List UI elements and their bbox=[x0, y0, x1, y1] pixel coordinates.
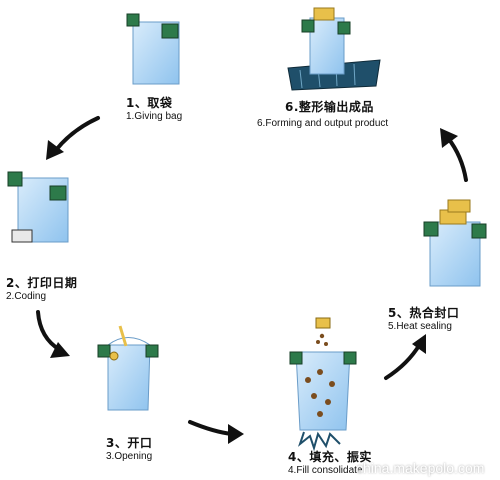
step-1-title-zh: 1、取袋 bbox=[126, 96, 173, 110]
step-6-title-zh: 6.整形输出成品 bbox=[285, 100, 374, 114]
step-1-caption: 1、取袋 1.Giving bag bbox=[126, 94, 182, 122]
flow-arrow-2-to-3 bbox=[36, 310, 70, 358]
step-5-title-en: 5.Heat sealing bbox=[388, 321, 452, 332]
filled-bag-icon bbox=[289, 317, 357, 452]
step-6-caption-en-wrap: 6.Forming and output product bbox=[257, 118, 388, 129]
step-5-title-zh: 5、热合封口 bbox=[388, 306, 460, 320]
step-4-caption: 4、填充、振实 4.Fill consolidate bbox=[288, 448, 372, 476]
step-3-title-zh: 3、开口 bbox=[106, 436, 153, 450]
step-3-title-en: 3.Opening bbox=[106, 451, 153, 462]
step-2-title-en: 2.Coding bbox=[6, 291, 47, 302]
step-6-title-en: 6.Forming and output product bbox=[257, 118, 389, 129]
sealed-bag-icon bbox=[423, 199, 487, 287]
step-6-caption-zh-wrap: 6.整形输出成品 bbox=[285, 98, 374, 115]
step-5-caption: 5、热合封口 5.Heat sealing bbox=[388, 304, 459, 332]
flow-arrow-4-to-5 bbox=[384, 334, 426, 380]
flow-arrow-5-to-6 bbox=[440, 128, 468, 182]
step-2-title-zh: 2、打印日期 bbox=[6, 276, 78, 290]
flow-arrow-1-to-2 bbox=[46, 116, 100, 160]
step-4-title-zh: 4、填充、振实 bbox=[288, 450, 372, 464]
empty-bag-icon bbox=[126, 13, 180, 85]
step-1-title-en: 1.Giving bag bbox=[126, 111, 183, 122]
watermark: china.makepolo.com bbox=[356, 460, 485, 476]
open-bag-icon bbox=[97, 325, 159, 411]
coded-bag-icon bbox=[7, 171, 69, 243]
step-2-caption: 2、打印日期 2.Coding bbox=[6, 274, 77, 302]
step-3-caption: 3、开口 3.Opening bbox=[106, 434, 152, 462]
step-4-title-en: 4.Fill consolidate bbox=[288, 465, 363, 476]
conveyor-product-icon bbox=[287, 7, 381, 91]
flow-arrow-3-to-4 bbox=[188, 420, 244, 444]
